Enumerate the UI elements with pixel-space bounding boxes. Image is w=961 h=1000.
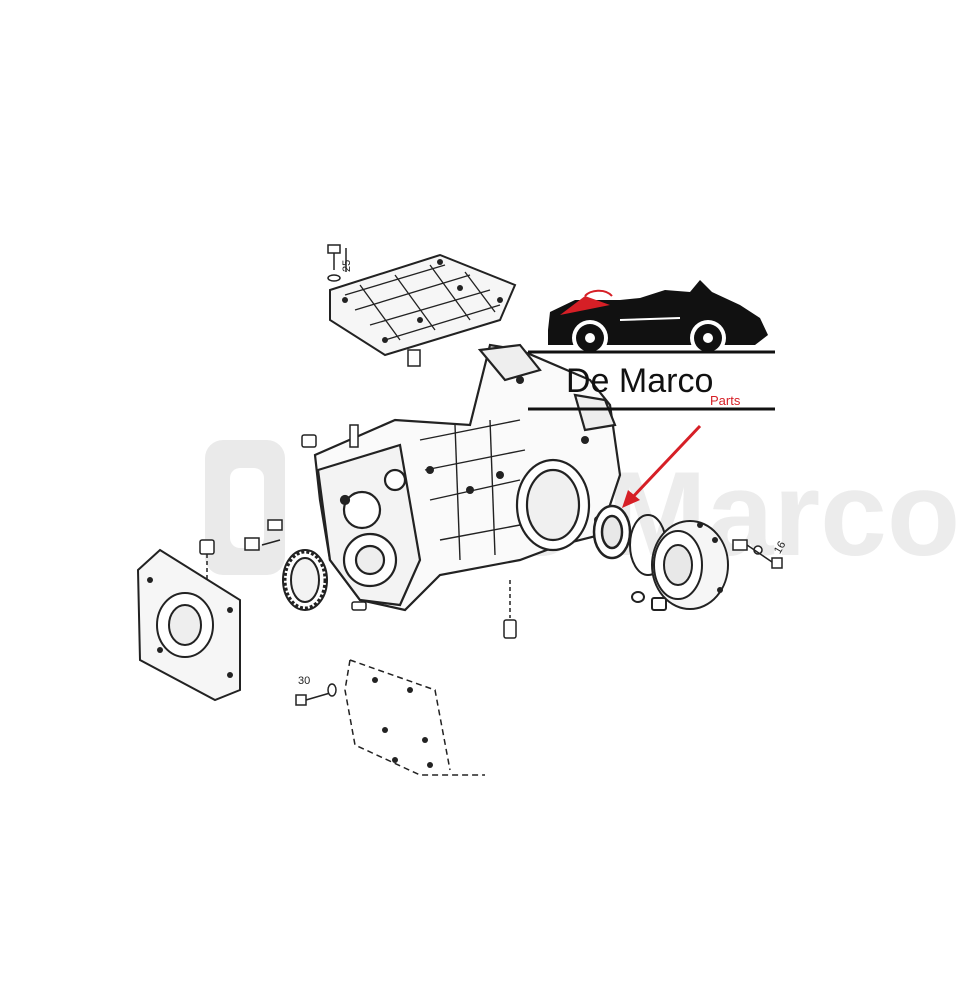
studs	[301, 424, 517, 639]
car-logo-icon	[548, 280, 768, 356]
left-bolt	[199, 519, 283, 580]
rear-cover	[651, 520, 729, 611]
cover-plate	[329, 253, 517, 357]
right-bolts	[732, 539, 783, 569]
bolt-top-label: 25	[341, 260, 353, 272]
brand-name: De Marco	[566, 362, 713, 400]
brand-sub: Parts	[710, 393, 741, 408]
bottom-bolt	[295, 683, 337, 706]
ring-gear	[282, 549, 328, 611]
bolt-bottom-label: 30	[298, 675, 310, 687]
brand-logo: De Marco Parts	[528, 280, 775, 411]
bolt-right-label: 16	[772, 539, 789, 556]
arrow-icon	[622, 424, 702, 508]
oil-seal	[592, 504, 632, 560]
gearbox-housing	[313, 343, 622, 612]
left-cover	[136, 548, 241, 702]
bottom-plate	[344, 659, 485, 776]
top-bolt	[327, 244, 421, 367]
